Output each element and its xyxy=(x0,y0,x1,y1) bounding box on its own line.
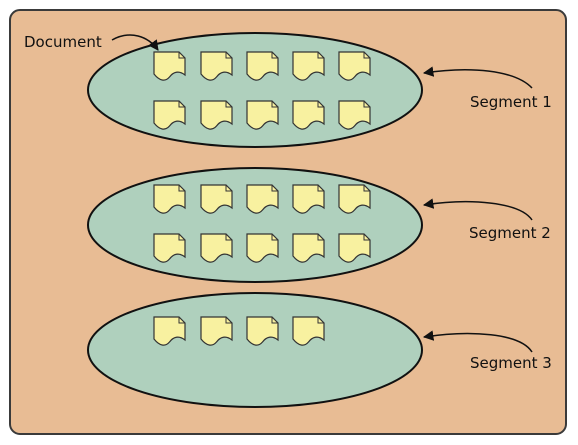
segment-3-arrow xyxy=(422,330,533,353)
document-icon xyxy=(246,51,279,81)
document-icon xyxy=(292,51,325,81)
documents-layer xyxy=(153,51,371,346)
document-icon xyxy=(246,316,279,346)
document-icon xyxy=(153,100,186,130)
document-icon xyxy=(338,233,371,263)
document-icon xyxy=(338,184,371,214)
document-icon xyxy=(153,184,186,214)
document-icon xyxy=(153,316,186,346)
segments-layer xyxy=(87,32,423,408)
document-icon xyxy=(338,100,371,130)
document-icon xyxy=(200,51,233,81)
document-icon xyxy=(200,184,233,214)
document-icon xyxy=(338,51,371,81)
document-icon xyxy=(246,233,279,263)
document-label: Document xyxy=(24,33,102,51)
segment-1-label: Segment 1 xyxy=(470,93,552,111)
document-icon xyxy=(153,51,186,81)
document-icon xyxy=(292,184,325,214)
arrows-layer xyxy=(111,34,533,353)
document-icon xyxy=(200,100,233,130)
document-icon xyxy=(292,316,325,346)
document-icon xyxy=(153,233,186,263)
document-icon xyxy=(246,100,279,130)
document-icon xyxy=(200,233,233,263)
document-icon xyxy=(292,233,325,263)
segment-2-label: Segment 2 xyxy=(469,224,551,242)
segment-1-ellipse xyxy=(87,32,423,148)
document-arrow xyxy=(111,34,159,51)
document-icon xyxy=(246,184,279,214)
segment-1-arrow xyxy=(422,66,533,89)
document-icon xyxy=(200,316,233,346)
segment-3-label: Segment 3 xyxy=(470,354,552,372)
segment-2-arrow xyxy=(422,198,533,221)
document-icon xyxy=(292,100,325,130)
segment-3-ellipse xyxy=(87,292,423,408)
